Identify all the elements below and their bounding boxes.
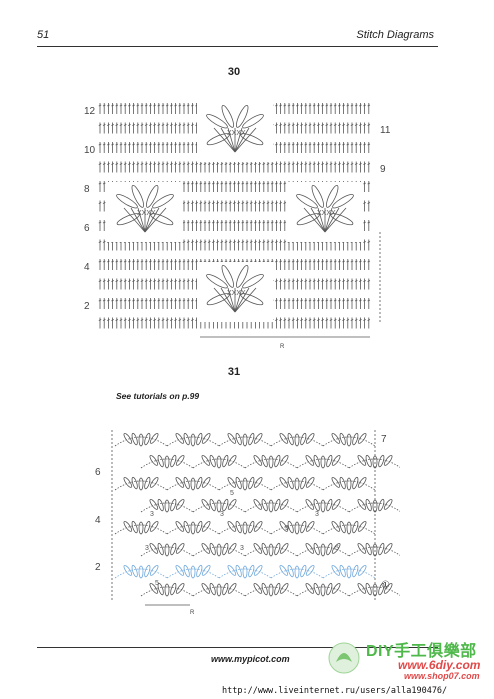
svg-text:XXXX: XXXX — [137, 210, 156, 217]
diagram-30-title: 30 — [227, 66, 241, 78]
stitch-number: 5 — [335, 545, 339, 552]
svg-text:XXXX: XXXX — [227, 130, 246, 137]
row-label-left: 10 — [84, 145, 96, 156]
stitch-diagram-30: XXXX XXXX XXXX XXXX R 12 10 8 6 4 2 11 9 — [84, 102, 391, 350]
svg-text:XXXX: XXXX — [317, 210, 336, 217]
stitch-number: 3 — [240, 545, 244, 552]
motif: XXXX — [197, 262, 273, 322]
diagram-31-title: 31 — [227, 366, 241, 378]
source-url: http://www.liveinternet.ru/users/alla190… — [222, 686, 448, 696]
stitch-number: 5 — [285, 525, 289, 532]
row-label-left: 4 — [84, 262, 90, 273]
motif: XXXX — [107, 182, 183, 242]
watermark-site: www.6diy.com — [398, 658, 481, 672]
row-label-right: ① — [381, 580, 390, 591]
stitch-diagram-31: R 3 3 5 3 5 3 3 5 5 6 4 2 7 ① — [95, 430, 400, 615]
row-label-left: 8 — [84, 184, 90, 195]
repeat-label: R — [280, 344, 285, 350]
row-label-left: 2 — [95, 562, 101, 573]
header-title: Stitch Diagrams — [356, 29, 434, 41]
stitch-number: 3 — [145, 545, 149, 552]
row-label-left: 4 — [95, 515, 101, 526]
stitch-number: 3 — [220, 511, 224, 518]
row-label-left: 6 — [84, 223, 90, 234]
watermark-logo-icon — [328, 642, 360, 674]
page-number: 51 — [37, 29, 50, 41]
motif: XXXX — [197, 102, 273, 162]
row-label-left: 2 — [84, 301, 90, 312]
watermark-brand: DIY手工俱樂部 — [366, 643, 477, 660]
watermark-site-2: www.shop07.com — [404, 671, 480, 681]
row-label-right: 11 — [380, 125, 391, 136]
row-label-right: 7 — [381, 434, 387, 445]
stitch-number: 3 — [150, 511, 154, 518]
tutorial-note: See tutorials on p.99 — [116, 391, 200, 401]
footer-url: www.mypicot.com — [211, 654, 290, 664]
repeat-label: R — [190, 610, 195, 615]
stitch-number: 3 — [315, 511, 319, 518]
footer-rule — [37, 647, 438, 648]
stitch-number: 5 — [230, 490, 234, 497]
svg-text:XXXX: XXXX — [227, 290, 246, 297]
motif: XXXX — [287, 182, 363, 242]
row-label-right: 9 — [380, 164, 386, 175]
header-rule — [37, 46, 438, 47]
row-label-left: 12 — [84, 106, 96, 117]
stitch-number: 5 — [155, 580, 159, 587]
row-label-left: 6 — [95, 467, 101, 478]
